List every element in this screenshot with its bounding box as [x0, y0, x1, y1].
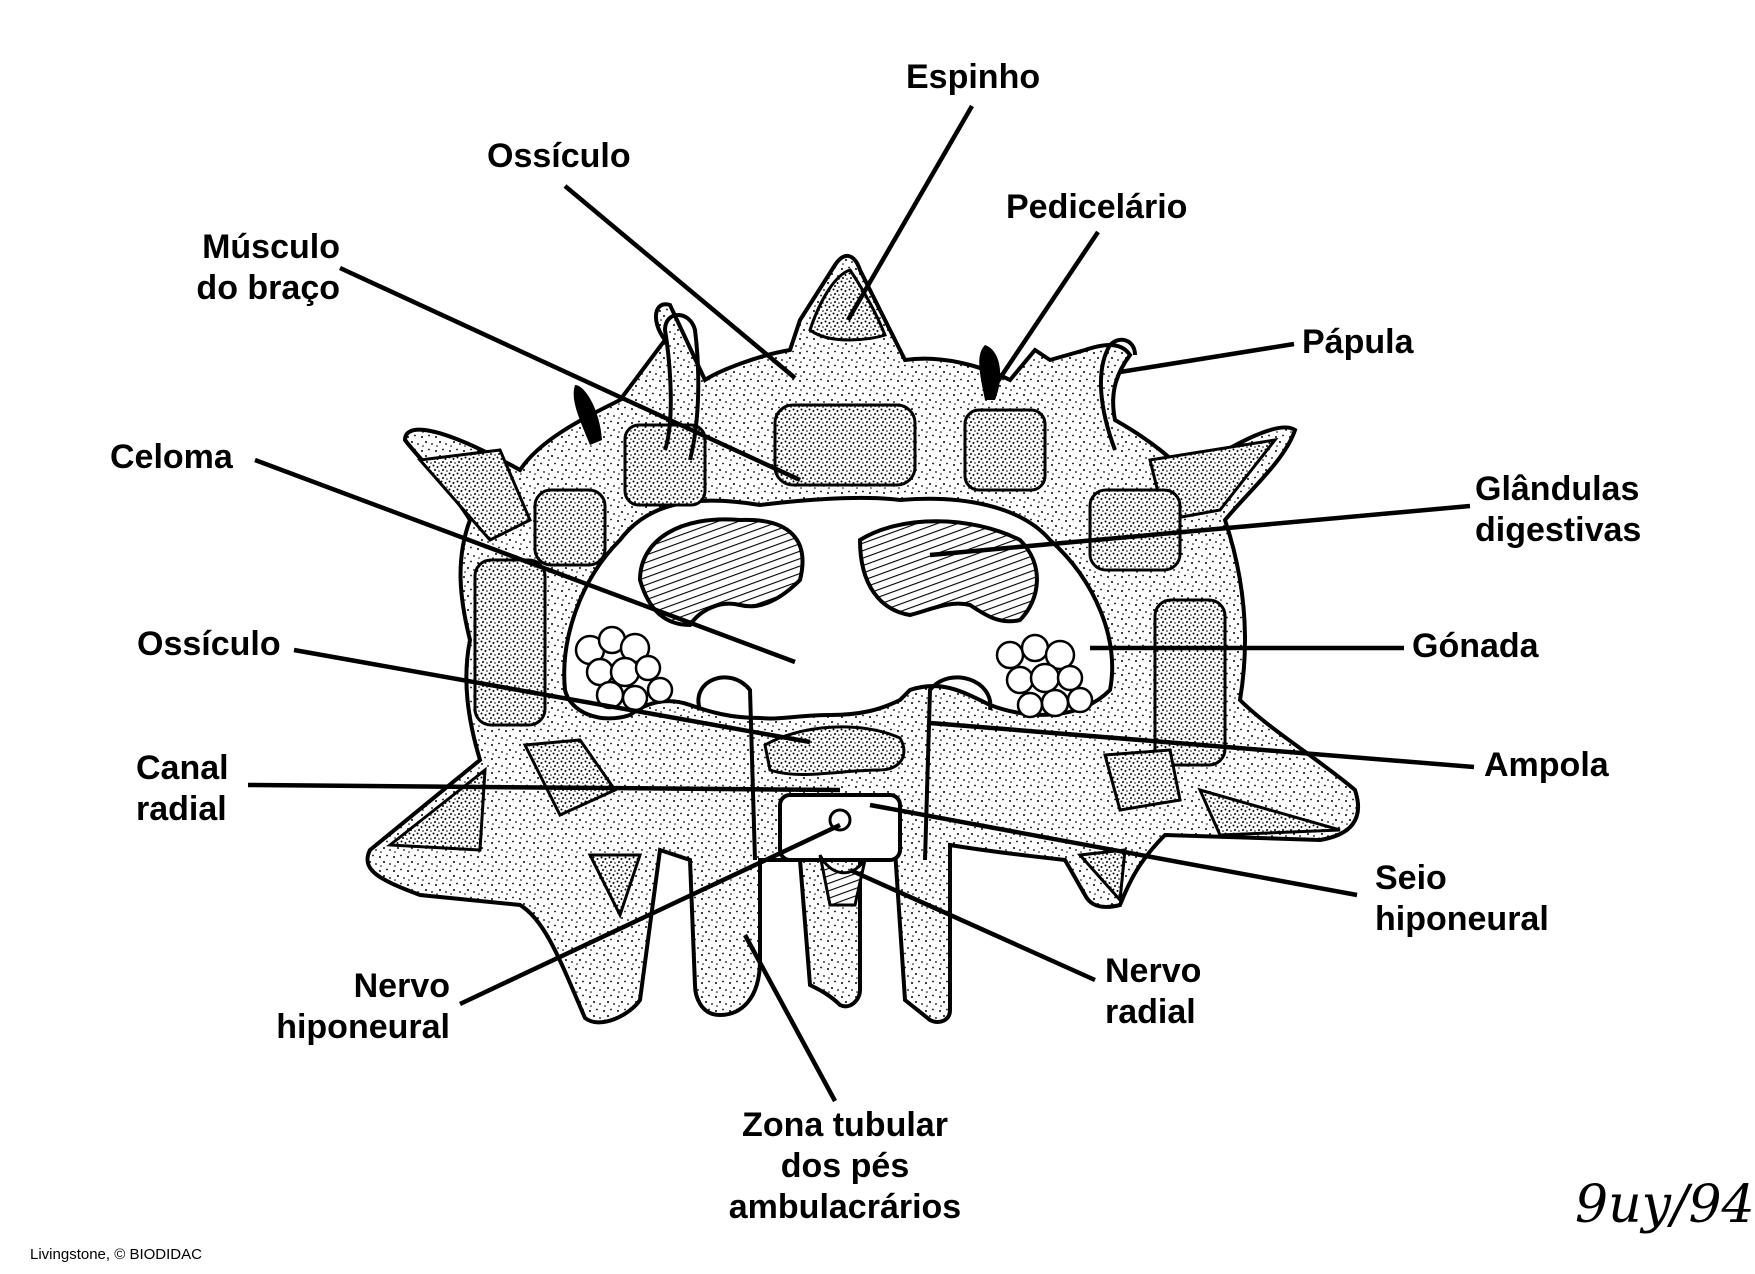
label-ampola: Ampola [1484, 746, 1609, 784]
label-gonada: Gónada [1412, 627, 1539, 665]
starfish-arm-cross-section [247, 104, 1475, 1103]
tube-feet [696, 675, 993, 907]
artist-signature: 9uy/94 [1575, 1175, 1755, 1235]
label-celoma: Celoma [110, 438, 233, 476]
label-espinho: Espinho [906, 58, 1041, 96]
digestive-glands [637, 517, 1039, 628]
label-papula: Pápula [1302, 323, 1414, 361]
ossicles [385, 268, 1341, 919]
label-pedicelario: Pedicelário [1006, 188, 1188, 226]
credit-text: Livingstone, © BIODIDAC [30, 1246, 202, 1263]
leader-lines [247, 104, 1475, 1103]
papulae [662, 313, 1137, 461]
label-ossiculo-mid: Ossículo [137, 625, 281, 663]
label-ossiculo-top: Ossículo [487, 137, 631, 175]
